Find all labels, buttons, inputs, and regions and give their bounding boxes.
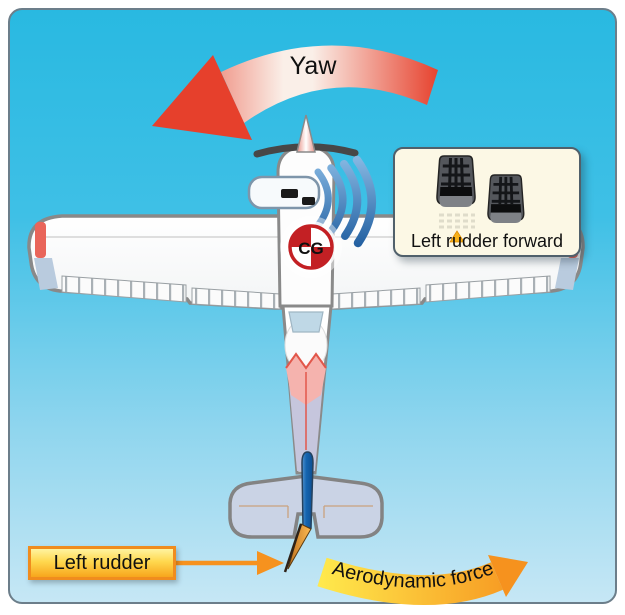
yaw-arrow-band [221, 45, 438, 123]
left-pedal-icon [435, 154, 477, 209]
rudder-edge-line [283, 523, 303, 573]
canopy-detail [281, 189, 298, 198]
forward-triangle-icon [449, 230, 465, 243]
force-ribbon-band [317, 557, 503, 605]
pedal-motion-lines [439, 213, 475, 229]
slipstream-arcs-icon [314, 155, 376, 248]
cg-label: CG [298, 239, 324, 258]
wing-rib-strip [425, 275, 551, 303]
vertical-fin [283, 451, 314, 573]
right-pedal-icon [486, 173, 526, 225]
aerodynamic-force-arrow: Aerodynamic force [317, 555, 528, 605]
rear-window [288, 311, 324, 333]
cg-symbol: CG [280, 216, 342, 278]
force-ribbon-arrowhead [488, 555, 528, 597]
rudder-pedals-icon [435, 154, 526, 243]
pointer-arrowhead [257, 551, 284, 575]
red-livery-line [285, 352, 327, 370]
left-wingtip-blue-mark [34, 258, 58, 290]
spinner [296, 114, 316, 153]
yaw-label: Yaw [290, 52, 338, 80]
yaw-arrowhead [152, 55, 252, 140]
canopy-detail [302, 197, 315, 205]
inset-caption: Left rudder forward [410, 231, 564, 251]
cg-quadrant [290, 226, 311, 247]
pointer-arrow [176, 551, 284, 575]
rear-fuselage [281, 304, 333, 475]
left-rudder-label: Left rudder [28, 546, 176, 580]
fin-outline [301, 451, 314, 529]
wing-rib-strip [61, 275, 187, 303]
wing-rib-strip [191, 287, 281, 310]
yaw-arrow: Yaw [152, 45, 438, 140]
elevator-hinge-lines [239, 505, 373, 518]
rudder-pedals-inset: Left rudder forward [393, 147, 581, 257]
left-wingtip-red-mark [35, 222, 46, 258]
right-wingtip-blue-mark [555, 258, 579, 290]
cg-quadrant [311, 247, 332, 268]
